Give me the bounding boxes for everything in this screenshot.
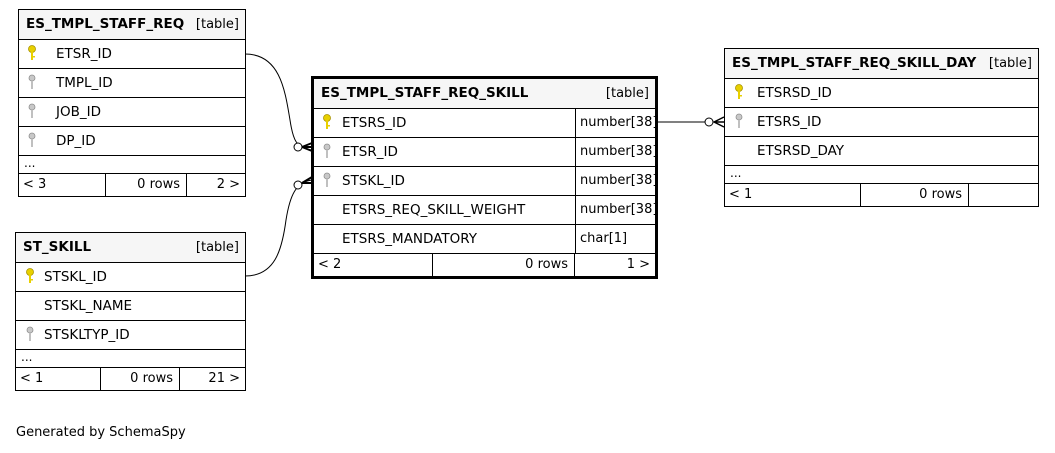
table-footer: < 1 0 rows 21 >: [16, 368, 245, 390]
parents-count[interactable]: < 2: [318, 257, 342, 272]
relationship-crowfoot-marker: [301, 142, 313, 152]
foreign-key-icon: [322, 172, 332, 192]
parents-count[interactable]: < 1: [20, 371, 44, 386]
primary-key-icon: [734, 84, 744, 104]
column-row: ETSRSD_DAY: [725, 137, 1038, 166]
relationship-line-stskl: [244, 179, 313, 277]
column-row: JOB_ID: [19, 98, 245, 127]
row-count: 0 rows: [860, 184, 969, 206]
column-row: ETSRS_MANDATORY char[1]: [314, 225, 655, 254]
column-name: ETSRS_ID: [342, 115, 407, 131]
column-row: ETSRS_ID number[38]: [314, 109, 657, 138]
column-name: ETSRSD_ID: [757, 85, 832, 101]
column-name: ETSRSD_DAY: [757, 143, 845, 159]
generated-by-label: Generated by SchemaSpy: [16, 425, 186, 440]
column-row: ETSRS_REQ_SKILL_WEIGHT number[38]: [314, 196, 657, 225]
relationship-line-etsr: [244, 53, 313, 151]
children-count[interactable]: 1 >: [626, 257, 650, 272]
relationship-optional-marker: [293, 142, 303, 152]
table-kind: [table]: [605, 86, 649, 101]
table-kind: [table]: [988, 56, 1032, 71]
more-columns: ...: [725, 166, 1038, 184]
row-count: 0 rows: [432, 254, 575, 276]
table-header: ES_TMPL_STAFF_REQ [table]: [19, 10, 245, 40]
column-name: STSKLTYP_ID: [44, 327, 130, 343]
table-kind: [table]: [195, 240, 239, 255]
table-es-tmpl-staff-req-skill[interactable]: ES_TMPL_STAFF_REQ_SKILL [table] ETSRS_ID…: [311, 76, 658, 279]
table-name: ST_SKILL: [23, 239, 92, 255]
column-name: ETSR_ID: [56, 46, 112, 62]
column-name: ETSRS_ID: [757, 114, 822, 130]
column-row: STSKL_ID number[38]: [314, 167, 657, 196]
column-name: ETSR_ID: [342, 144, 398, 160]
column-row: TMPL_ID: [19, 69, 245, 98]
column-name: STSKL_ID: [342, 173, 405, 189]
primary-key-icon: [27, 45, 37, 65]
column-name: ETSRS_MANDATORY: [342, 231, 478, 247]
table-footer: < 1 0 rows: [725, 184, 1038, 206]
relationship-crowfoot-marker: [301, 176, 313, 184]
relationship-optional-marker: [704, 117, 714, 127]
primary-key-icon: [322, 114, 332, 134]
column-type: number[38]: [575, 109, 657, 137]
more-columns-label: ...: [730, 166, 742, 180]
more-columns: ...: [16, 350, 245, 368]
parents-count[interactable]: < 1: [729, 187, 753, 202]
column-row: ETSR_ID: [19, 40, 245, 69]
children-count[interactable]: 21 >: [208, 371, 240, 386]
column-name: STSKL_NAME: [44, 298, 133, 314]
foreign-key-icon: [25, 326, 35, 346]
foreign-key-icon: [27, 74, 37, 94]
column-type: number[38]: [575, 138, 657, 166]
table-st-skill[interactable]: ST_SKILL [table] STSKL_ID STSKL_NAME STS…: [15, 232, 246, 391]
column-row: STSKL_ID: [16, 263, 245, 292]
column-type: number[38]: [575, 196, 657, 224]
more-columns-label: ...: [24, 156, 36, 170]
table-name: ES_TMPL_STAFF_REQ: [26, 16, 185, 32]
children-count[interactable]: [969, 184, 1038, 206]
foreign-key-icon: [27, 103, 37, 123]
table-header: ES_TMPL_STAFF_REQ_SKILL [table]: [314, 79, 655, 109]
column-row: STSKL_NAME: [16, 292, 245, 321]
column-type: number[38]: [575, 167, 657, 195]
column-row: ETSRSD_ID: [725, 79, 1038, 108]
column-name: DP_ID: [56, 133, 96, 149]
column-type: char[1]: [575, 225, 655, 253]
column-row: STSKLTYP_ID: [16, 321, 245, 350]
table-footer: < 2 0 rows 1 >: [314, 254, 655, 276]
row-count: 0 rows: [105, 174, 187, 196]
table-name: ES_TMPL_STAFF_REQ_SKILL: [321, 85, 529, 101]
column-name: ETSRS_REQ_SKILL_WEIGHT: [342, 202, 526, 218]
table-header: ES_TMPL_STAFF_REQ_SKILL_DAY [table]: [725, 49, 1038, 79]
table-kind: [table]: [195, 17, 239, 32]
column-name: TMPL_ID: [56, 75, 113, 91]
foreign-key-icon: [734, 113, 744, 133]
row-count: 0 rows: [100, 368, 180, 390]
table-header: ST_SKILL [table]: [16, 233, 245, 263]
foreign-key-icon: [322, 143, 332, 163]
column-row: ETSR_ID number[38]: [314, 138, 657, 167]
column-name: JOB_ID: [56, 104, 101, 120]
children-count[interactable]: 2 >: [216, 177, 240, 192]
relationship-optional-marker: [293, 180, 303, 190]
column-row: DP_ID: [19, 127, 245, 156]
more-columns: ...: [19, 156, 245, 174]
table-es-tmpl-staff-req[interactable]: ES_TMPL_STAFF_REQ [table] ETSR_ID TMPL_I…: [18, 9, 246, 197]
foreign-key-icon: [27, 132, 37, 152]
table-footer: < 3 0 rows 2 >: [19, 174, 245, 196]
column-row: ETSRS_ID: [725, 108, 1038, 137]
more-columns-label: ...: [21, 350, 33, 364]
table-name: ES_TMPL_STAFF_REQ_SKILL_DAY: [732, 55, 977, 71]
parents-count[interactable]: < 3: [23, 177, 47, 192]
table-es-tmpl-staff-req-skill-day[interactable]: ES_TMPL_STAFF_REQ_SKILL_DAY [table] ETSR…: [724, 48, 1039, 207]
relationship-crowfoot-marker: [713, 116, 725, 128]
primary-key-icon: [25, 268, 35, 288]
column-name: STSKL_ID: [44, 269, 107, 285]
